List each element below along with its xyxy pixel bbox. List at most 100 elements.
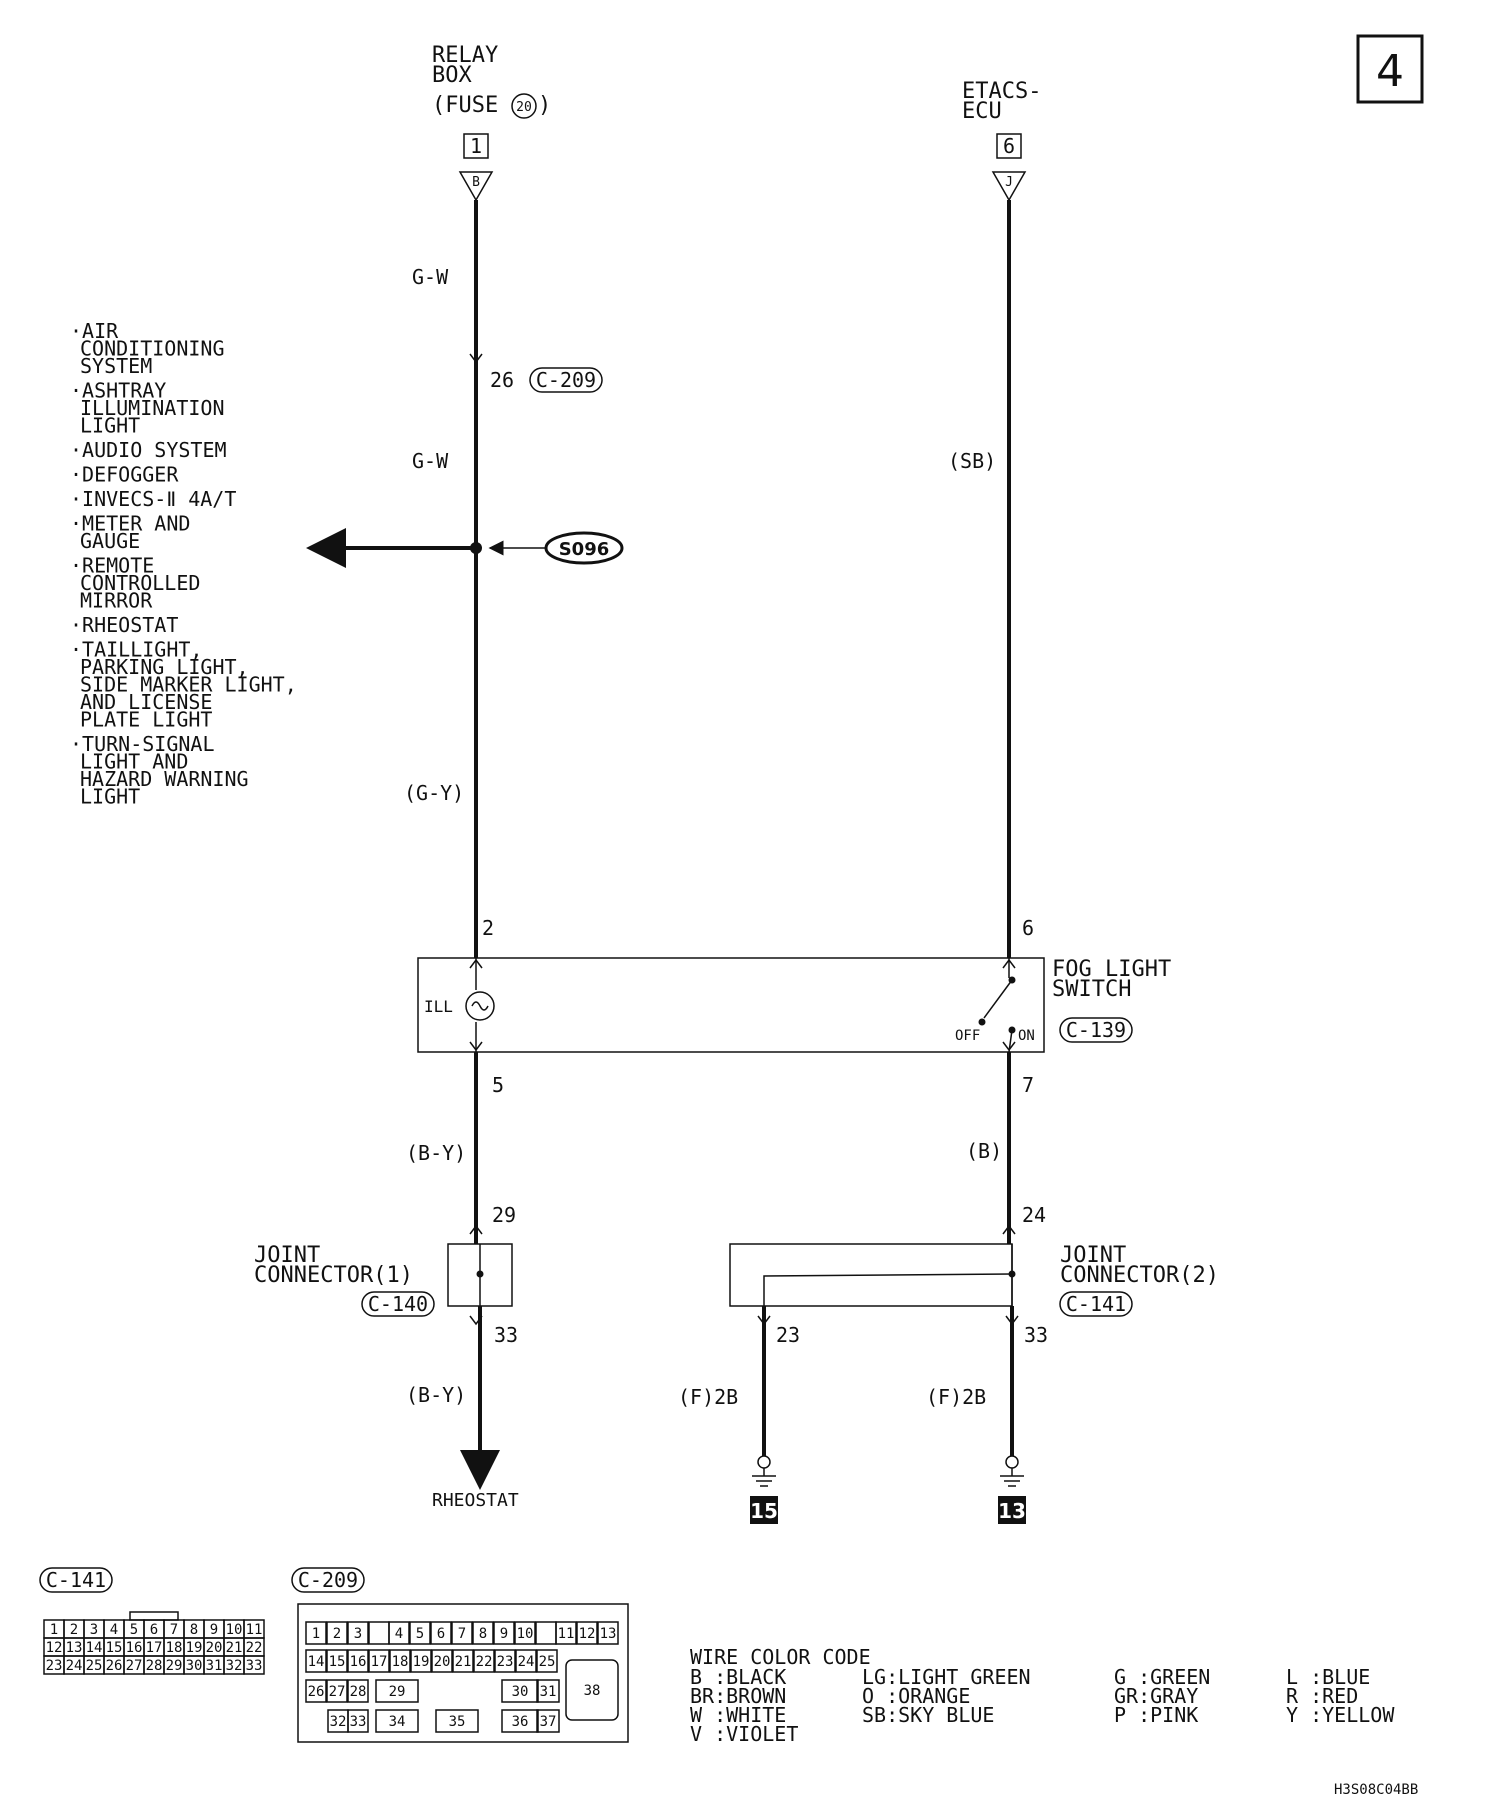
- wire-label-by-upper: (B-Y): [406, 1141, 466, 1165]
- c141-pin: 29: [166, 1658, 183, 1674]
- c141-pin: 2: [70, 1622, 78, 1638]
- wire-color-entry: P :PINK: [1114, 1703, 1198, 1727]
- c209-connector-badge: [529, 367, 603, 393]
- destination-line: ·AIR: [70, 319, 119, 343]
- switch-contact-lever: [983, 979, 1013, 1019]
- c141-pin: 24: [66, 1658, 83, 1674]
- c209-pin: 32: [330, 1714, 347, 1730]
- c141-pin: 13: [66, 1640, 83, 1656]
- c140-connector-label: C-140: [368, 1292, 428, 1316]
- wire-color-entry: SB:SKY BLUE: [862, 1703, 994, 1727]
- joint1-name-2: CONNECTOR(1): [254, 1263, 413, 1288]
- c209-pin: 7: [458, 1626, 466, 1642]
- joint2-pin-in: 24: [1022, 1203, 1046, 1227]
- fuse-number: 20: [516, 100, 532, 115]
- c141-pin: 21: [226, 1640, 243, 1656]
- splice-label: S096: [559, 539, 610, 560]
- destination-line: SIDE MARKER LIGHT,: [80, 673, 297, 697]
- switch-pin-top-right: 6: [1022, 916, 1034, 940]
- c209-pin: 23: [497, 1654, 514, 1670]
- c209-cavity: [576, 1621, 598, 1645]
- destination-line: CONDITIONING: [80, 337, 225, 361]
- ground-right-number: 13: [998, 1499, 1026, 1523]
- c209-pin: 18: [392, 1654, 409, 1670]
- c209-pin-number: 26: [490, 368, 514, 392]
- c209-cavity: [501, 1709, 539, 1733]
- destination-line: CONTROLLED: [80, 571, 200, 595]
- c141-pin: 23: [46, 1658, 63, 1674]
- c209-pin: 2: [333, 1626, 341, 1642]
- c209-face-label: C-209: [298, 1568, 358, 1592]
- etacs-plug: J: [1005, 175, 1013, 190]
- c141-connector-badge: [1059, 1291, 1133, 1317]
- c209-cavity: [430, 1621, 452, 1645]
- wire-label-sb: (SB): [948, 449, 996, 473]
- c209-pin: 12: [579, 1626, 596, 1642]
- c209-pin: 26: [308, 1684, 325, 1700]
- joint1-name-1: JOINT: [254, 1243, 320, 1268]
- wire-color-entry: BR:BROWN: [690, 1684, 786, 1708]
- c141-pin: 18: [166, 1640, 183, 1656]
- c209-pin: 8: [479, 1626, 487, 1642]
- rheostat-label: RHEOSTAT: [432, 1490, 519, 1511]
- splice-destinations: ·AIRCONDITIONINGSYSTEM·ASHTRAYILLUMINATI…: [70, 319, 297, 809]
- etacs-name-2: ECU: [962, 99, 1002, 124]
- joint-connector-2: (B) 24 JOINT CONNECTOR(2) C-141 23 33 (F…: [678, 1052, 1219, 1456]
- c209-cavity: [514, 1621, 536, 1645]
- c209-cavity: [435, 1709, 479, 1733]
- c209-cavity: [473, 1649, 495, 1673]
- c209-pin: 25: [539, 1654, 556, 1670]
- c209-cavity: [326, 1621, 348, 1645]
- c141-pin: 14: [86, 1640, 103, 1656]
- wire-color-entry: G :GREEN: [1114, 1665, 1210, 1689]
- switch-pin-bottom-right: 7: [1022, 1073, 1034, 1097]
- destination-line: ILLUMINATION: [80, 396, 225, 420]
- c141-face-label: C-141: [46, 1568, 106, 1592]
- destination-line: MIRROR: [80, 589, 153, 613]
- c209-cavity: [389, 1649, 411, 1673]
- c209-cavity: [347, 1649, 369, 1673]
- c141-latch: [129, 1611, 179, 1621]
- relay-box-name-1: RELAY: [432, 43, 498, 68]
- c209-face-badge: [291, 1567, 365, 1593]
- c141-pin: 27: [126, 1658, 143, 1674]
- fog-light-switch: 2 6 ILL OFF ON FOG LIGHT SWITCH C-139 5 …: [417, 916, 1171, 1097]
- c209-cavity: [305, 1621, 327, 1645]
- c209-pin: 35: [449, 1714, 466, 1730]
- wire-label-f2b-left: (F)2B: [678, 1385, 738, 1409]
- ground-left-badge: [750, 1496, 778, 1524]
- c209-pin: 28: [350, 1684, 367, 1700]
- joint1-pin-out: 33: [494, 1323, 518, 1347]
- c209-pin: 17: [371, 1654, 388, 1670]
- c209-cavity: [305, 1649, 327, 1673]
- c209-cavity: [555, 1621, 577, 1645]
- c209-cavity: [375, 1709, 419, 1733]
- c209-blank-cavity: [368, 1621, 390, 1645]
- destination-line: LIGHT: [80, 414, 140, 438]
- c209-cavity: [536, 1649, 558, 1673]
- c209-cavity: [597, 1621, 619, 1645]
- wire-color-entry: LG:LIGHT GREEN: [862, 1665, 1031, 1689]
- switch-name-1: FOG LIGHT: [1052, 957, 1171, 982]
- c209-pin: 37: [540, 1714, 557, 1730]
- wire-color-entry: V :VIOLET: [690, 1722, 798, 1746]
- c141-pin: 26: [106, 1658, 123, 1674]
- c141-cavity: [243, 1655, 265, 1675]
- c141-pin: 20: [206, 1640, 223, 1656]
- c209-big-cavity: [565, 1659, 619, 1721]
- destination-line: LIGHT: [80, 785, 140, 809]
- c209-pin: 10: [517, 1626, 534, 1642]
- wire-label-gy: (G-Y): [404, 781, 464, 805]
- c209-pin: 3: [354, 1626, 362, 1642]
- right-main-wire: (SB): [948, 200, 1011, 958]
- relay-plug-triangle: [458, 171, 494, 202]
- wire-label-gw-lower: G-W: [412, 449, 449, 473]
- c209-cavity: [431, 1649, 453, 1673]
- c209-cavity: [451, 1621, 473, 1645]
- etacs-ecu-source: ETACS- ECU 6 J: [962, 79, 1041, 202]
- wire-color-entry: GR:GRAY: [1114, 1684, 1198, 1708]
- c141-pin: 3: [90, 1622, 98, 1638]
